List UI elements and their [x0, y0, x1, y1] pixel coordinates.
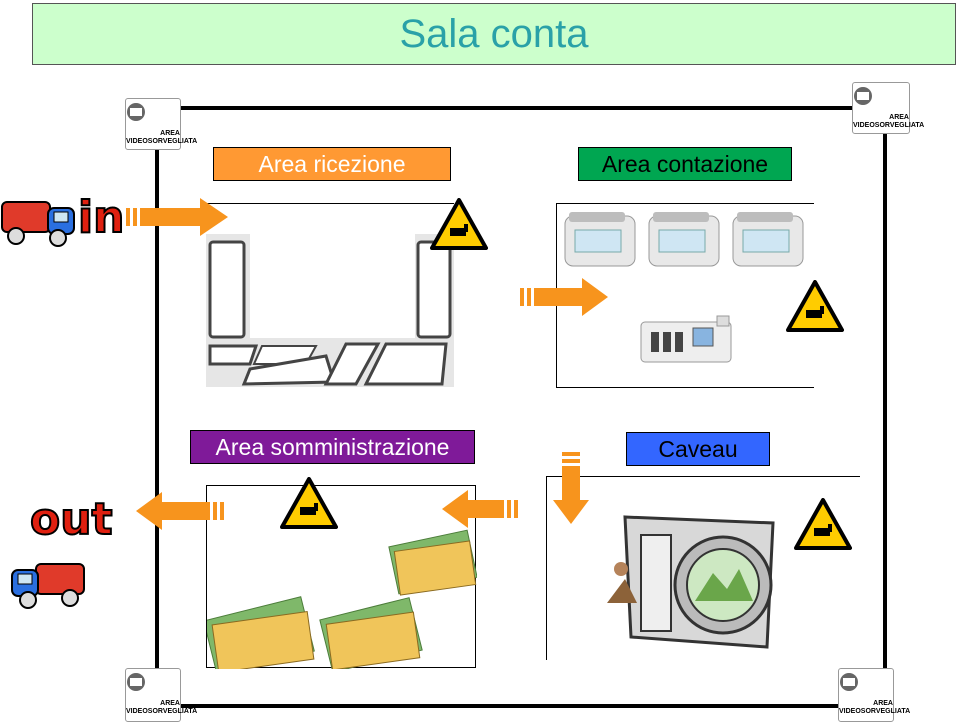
truck-icon-out	[11, 563, 85, 609]
area-contazione-label: Area contazione	[578, 147, 792, 181]
arrow-to-caveau-down	[553, 452, 589, 524]
caveau-panel	[546, 476, 860, 660]
out-badge: out	[29, 497, 114, 543]
area-ricezione-text: Area ricezione	[258, 150, 406, 177]
cash-counter-icon	[564, 212, 804, 363]
sign-text-area: AREA	[889, 114, 909, 121]
arrow-out-left	[136, 492, 224, 530]
banknotes-icon	[203, 529, 478, 676]
videosorveglianza-sign-top-right: AREA VIDEOSORVEGLIATA	[852, 82, 925, 134]
banknote-stack-3	[319, 597, 423, 673]
cash-counter-3	[732, 212, 804, 267]
sign-text-videosorvegliata: VIDEOSORVEGLIATA	[839, 708, 911, 715]
out-badge-text: out	[29, 494, 114, 545]
sign-text-videosorvegliata: VIDEOSORVEGLIATA	[126, 138, 198, 145]
floorplan-drawing	[206, 234, 454, 387]
room-wall-top	[157, 106, 895, 110]
area-ricezione-label: Area ricezione	[213, 147, 451, 181]
arrow-in-right	[126, 198, 228, 236]
truck-icon-in	[1, 201, 75, 247]
videosorveglianza-sign-top-left: AREA VIDEOSORVEGLIATA	[125, 98, 198, 150]
banknote-stack-1	[388, 529, 478, 596]
area-contazione-text: Area contazione	[601, 150, 769, 177]
sign-text-videosorvegliata: VIDEOSORVEGLIATA	[853, 122, 925, 129]
cash-counter-2	[648, 212, 720, 267]
sign-text-area: AREA	[873, 700, 893, 707]
sign-text-area: AREA	[160, 700, 180, 707]
camera-icon	[854, 87, 872, 105]
ricezione-floorplan	[206, 203, 454, 387]
arrow-to-somministrazione-left	[442, 490, 518, 528]
page-title: Sala conta	[399, 11, 589, 56]
room-wall-right	[883, 106, 887, 708]
room-wall-bottom	[157, 704, 887, 708]
cctv-warning-sign-icon	[280, 477, 338, 529]
cctv-warning-sign-icon	[430, 198, 488, 250]
coin-sorter-machine	[640, 315, 732, 363]
room-wall-left	[155, 106, 159, 708]
cash-counter-1	[564, 212, 636, 267]
area-caveau-text: Caveau	[658, 435, 738, 462]
in-badge: in	[77, 195, 125, 241]
in-badge-text: in	[77, 192, 125, 243]
sign-text-videosorvegliata: VIDEOSORVEGLIATA	[126, 708, 198, 715]
sign-text-area: AREA	[160, 130, 180, 137]
area-caveau-label: Caveau	[626, 432, 770, 466]
videosorveglianza-sign-bottom-right: AREA VIDEOSORVEGLIATA	[838, 668, 911, 722]
camera-icon	[127, 103, 145, 121]
banknote-stack-2	[203, 596, 315, 676]
area-somministrazione-text: Area somministrazione	[215, 433, 450, 460]
area-somministrazione-label: Area somministrazione	[190, 430, 475, 464]
cctv-warning-sign-icon	[786, 280, 844, 332]
title-bar: Sala conta	[32, 3, 956, 65]
somministrazione-panel	[203, 485, 478, 676]
cctv-warning-sign-icon	[794, 498, 852, 550]
videosorveglianza-sign-bottom-left: AREA VIDEOSORVEGLIATA	[125, 668, 198, 722]
vault-icon	[607, 515, 775, 649]
arrow-to-contazione-right	[520, 278, 608, 316]
camera-icon	[840, 673, 858, 691]
camera-icon	[127, 673, 145, 691]
